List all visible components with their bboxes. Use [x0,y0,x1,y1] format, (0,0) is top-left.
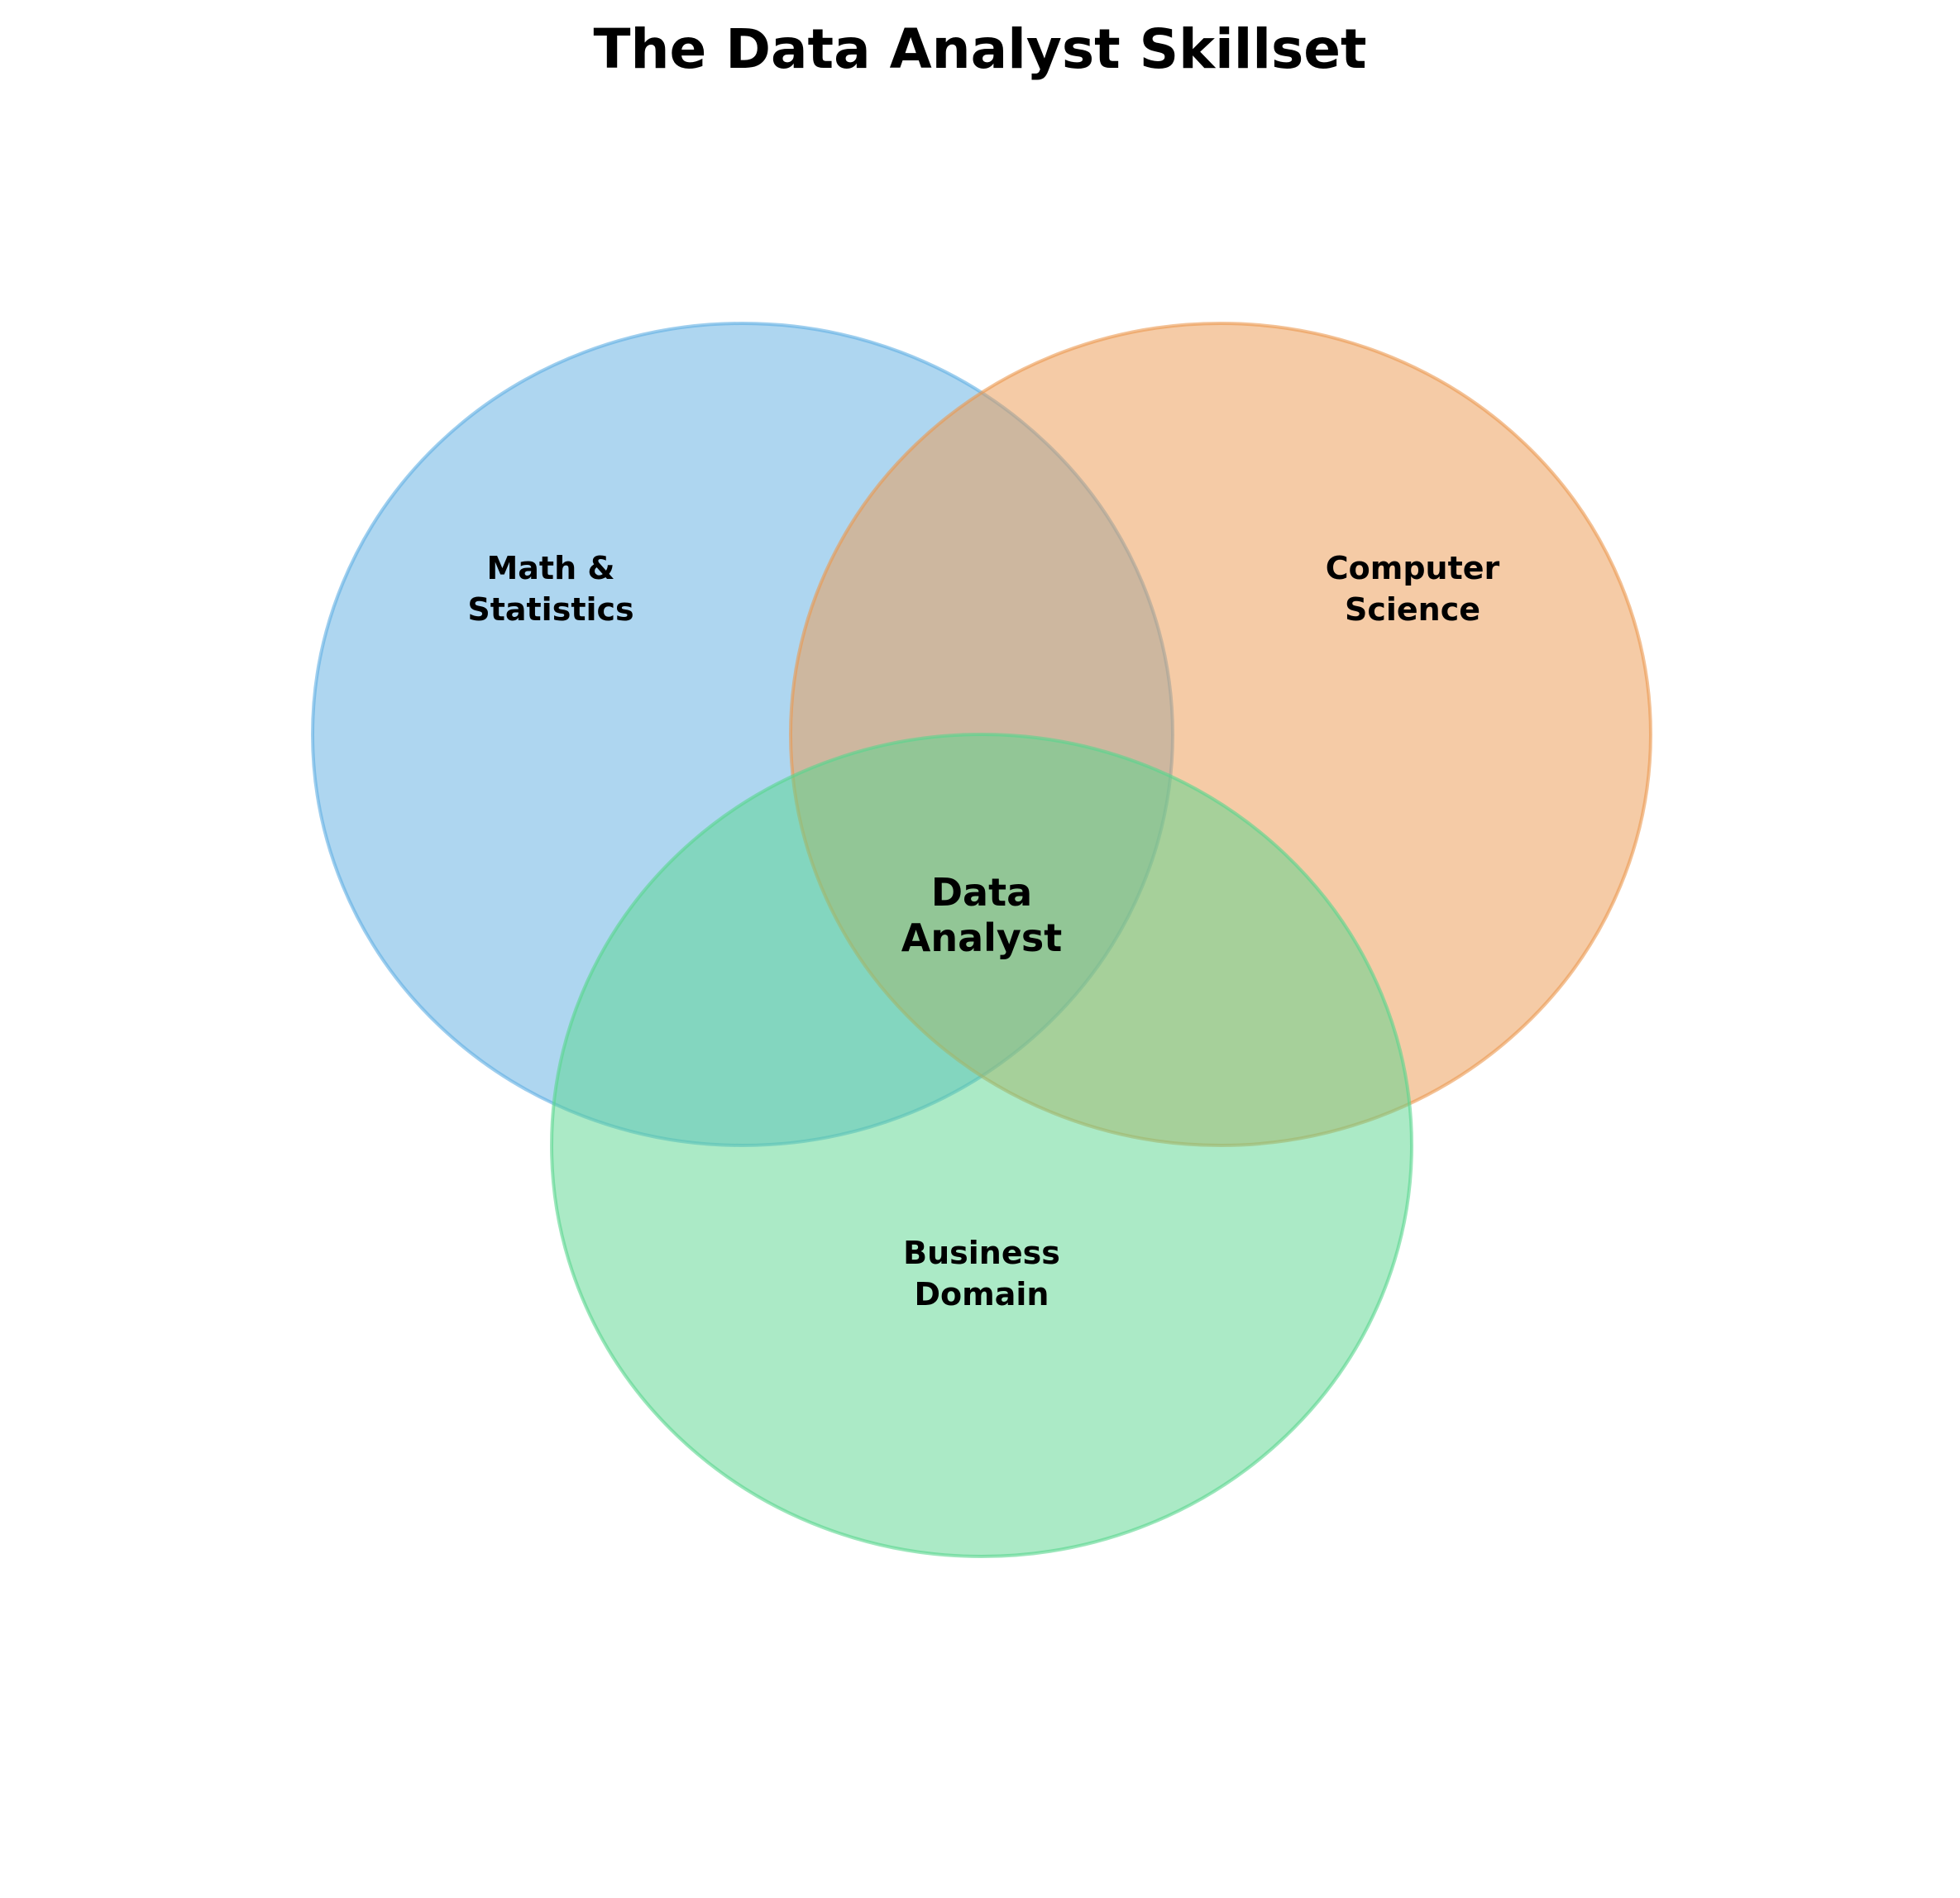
intersection-label-line-2: Analyst [901,916,1063,960]
set-business-label-line-2: Domain [915,1276,1049,1312]
set-cs-label-line-2: Science [1345,591,1480,628]
diagram-title: The Data Analyst Skillset [593,17,1367,81]
set-math-label-line-1: Math & [486,550,614,586]
set-business-label-line-1: Business [903,1235,1060,1271]
set-math-label-line-2: Statistics [467,591,633,628]
set-cs-label-line-1: Computer [1326,550,1500,586]
set-business-circle [550,733,1413,1558]
intersection-label-line-1: Data [931,870,1032,915]
